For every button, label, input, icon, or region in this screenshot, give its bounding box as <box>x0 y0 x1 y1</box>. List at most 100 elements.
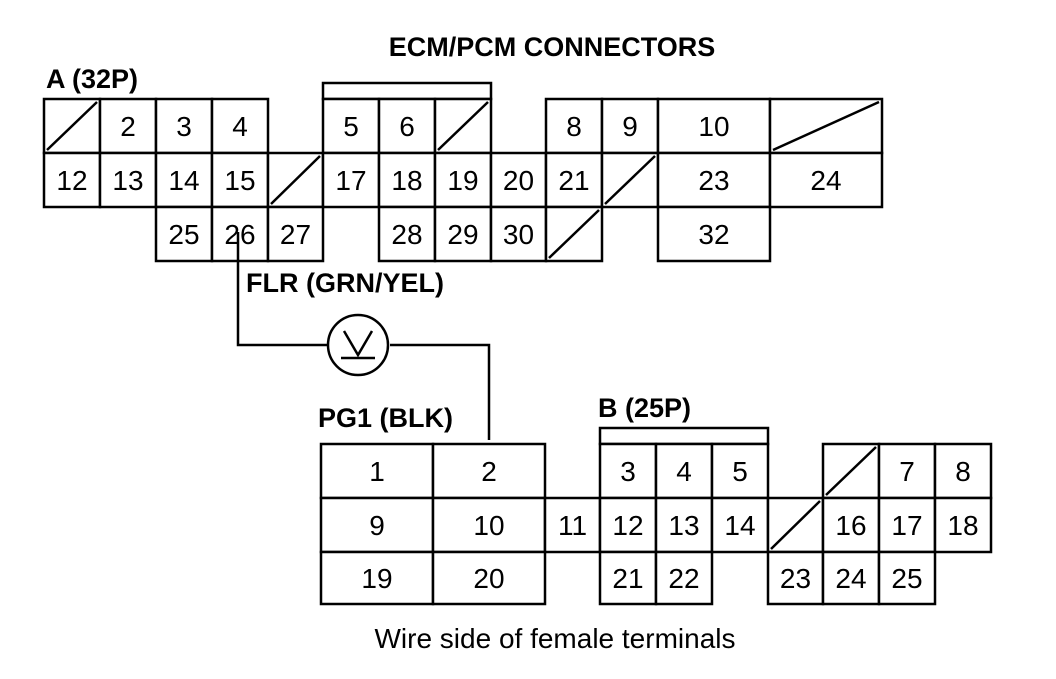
connector-a-terminal-number: 14 <box>168 165 199 196</box>
connector-a-terminal-number: 27 <box>280 219 311 250</box>
connector-b-terminal-number: 8 <box>955 456 971 487</box>
connector-a-terminal-10: 10 <box>656 97 772 155</box>
connector-b-terminal-22: 22 <box>654 550 714 606</box>
connector-a-terminal-number: 18 <box>391 165 422 196</box>
connector-b-terminal-number: 19 <box>361 563 392 594</box>
connector-b-terminal-number: 16 <box>835 510 866 541</box>
connector-a-terminal-2: 2 <box>98 97 158 155</box>
connector-b-terminal-number: 2 <box>481 456 497 487</box>
connector-a-terminal-5: 5 <box>321 97 381 155</box>
connector-b-terminal-number: 17 <box>891 510 922 541</box>
connector-a-terminal-19: 19 <box>433 151 493 209</box>
connector-a-label: A (32P) <box>46 64 138 94</box>
diagram-title: ECM/PCM CONNECTORS <box>389 32 716 62</box>
connector-a-terminal-number: 12 <box>56 165 87 196</box>
connector-a-terminal-14: 14 <box>154 151 214 209</box>
connector-a-terminal-number: 17 <box>335 165 366 196</box>
connector-a-terminal-number: 26 <box>224 219 255 250</box>
connector-b-terminal-23: 23 <box>766 550 825 606</box>
connector-a-terminal-20: 20 <box>489 151 548 209</box>
connector-b-terminal-10: 10 <box>431 496 547 554</box>
connector-b-terminal-number: 12 <box>612 510 643 541</box>
connector-b-terminal-number: 10 <box>473 510 504 541</box>
voltmeter-icon <box>326 313 390 377</box>
connector-a-terminal-number: 4 <box>232 111 248 142</box>
connector-a-terminal-12: 12 <box>42 151 102 209</box>
connector-b-terminal-13: 13 <box>654 496 714 554</box>
connector-b-terminal-number: 3 <box>620 456 636 487</box>
connector-a-terminal-6: 6 <box>377 97 437 155</box>
connector-b-terminal-4: 4 <box>654 442 714 500</box>
connector-a-terminal-number: 6 <box>399 111 415 142</box>
connector-a-blank-cavity <box>266 151 325 209</box>
connector-b-terminal-11: 11 <box>543 496 602 554</box>
connector-b-terminal-number: 9 <box>369 510 385 541</box>
connector-a-terminal-26: 26 <box>210 205 270 263</box>
connector-a-blank-cavity <box>544 205 604 263</box>
connector-a-blank-cavity <box>433 97 493 155</box>
connector-a-terminal-number: 19 <box>447 165 478 196</box>
connector-b-terminal-number: 21 <box>612 563 643 594</box>
connector-b-terminal-number: 13 <box>668 510 699 541</box>
connector-a-terminal-13: 13 <box>98 151 158 209</box>
connector-a-terminal-32: 32 <box>656 205 772 263</box>
connector-b-label: B (25P) <box>598 393 691 423</box>
connector-a-terminal-28: 28 <box>377 205 437 263</box>
connector-b-terminal-number: 23 <box>780 563 811 594</box>
connector-b-terminal-16: 16 <box>821 496 881 554</box>
connector-b-terminal-number: 25 <box>891 563 922 594</box>
connector-a-terminal-17: 17 <box>321 151 381 209</box>
connector-a-terminal-4: 4 <box>210 97 270 155</box>
connector-a-terminal-number: 8 <box>566 111 582 142</box>
connector-a-terminal-number: 5 <box>343 111 359 142</box>
connector-a-terminal-30: 30 <box>489 205 548 263</box>
connector-a-terminal-29: 29 <box>433 205 493 263</box>
connector-b-terminal-24: 24 <box>821 550 881 606</box>
connector-b-blank-cavity <box>766 496 825 554</box>
connector-b-terminal-20: 20 <box>431 550 547 606</box>
connector-a-blank-cavity <box>42 97 102 155</box>
connector-b-terminal-14: 14 <box>710 496 770 554</box>
flr-test-lead <box>236 232 327 347</box>
connector-a-terminal-9: 9 <box>600 97 660 155</box>
pg1-test-lead <box>390 343 491 440</box>
connector-a-terminal-18: 18 <box>377 151 437 209</box>
connector-a-terminal-number: 30 <box>503 219 534 250</box>
connector-b-terminal-12: 12 <box>598 496 658 554</box>
connector-b-blank-cavity <box>821 442 881 500</box>
connector-a-terminal-number: 2 <box>120 111 136 142</box>
connector-b-terminal-number: 7 <box>899 456 915 487</box>
connector-b-terminal-number: 5 <box>732 456 748 487</box>
diagram-caption: Wire side of female terminals <box>374 623 735 654</box>
connector-a-lock-tab <box>321 81 493 101</box>
connector-a-terminal-3: 3 <box>154 97 214 155</box>
connector-a-blank-cavity <box>600 151 660 209</box>
connector-a-terminal-number: 28 <box>391 219 422 250</box>
connector-a-terminal-number: 29 <box>447 219 478 250</box>
connector-a-terminal-number: 32 <box>698 219 729 250</box>
connector-b-terminal-number: 14 <box>724 510 755 541</box>
connector-b-terminal-3: 3 <box>598 442 658 500</box>
connector-a-blank-cavity <box>768 97 884 155</box>
connector-b-terminal-number: 4 <box>676 456 692 487</box>
connector-a-terminal-number: 24 <box>810 165 841 196</box>
connector-b-terminal-17: 17 <box>877 496 937 554</box>
connector-b-terminal-25: 25 <box>877 550 937 606</box>
connector-b-terminal-number: 11 <box>558 510 587 541</box>
connector-b-lock-tab <box>598 426 770 446</box>
connector-a-terminal-25: 25 <box>154 205 214 263</box>
connector-a-terminal-number: 20 <box>503 165 534 196</box>
connector-a-terminal-27: 27 <box>266 205 325 263</box>
connector-a-terminal-number: 15 <box>224 165 255 196</box>
connector-b-terminal-number: 20 <box>473 563 504 594</box>
connector-a-terminal-8: 8 <box>544 97 604 155</box>
connector-b-terminal-9: 9 <box>319 496 435 554</box>
connector-b-terminal-18: 18 <box>933 496 993 554</box>
connector-b-terminal-number: 1 <box>369 456 385 487</box>
pg1-wire-label: PG1 (BLK) <box>318 403 453 433</box>
connector-b-terminal-19: 19 <box>319 550 435 606</box>
connector-b-terminal-8: 8 <box>933 442 993 500</box>
